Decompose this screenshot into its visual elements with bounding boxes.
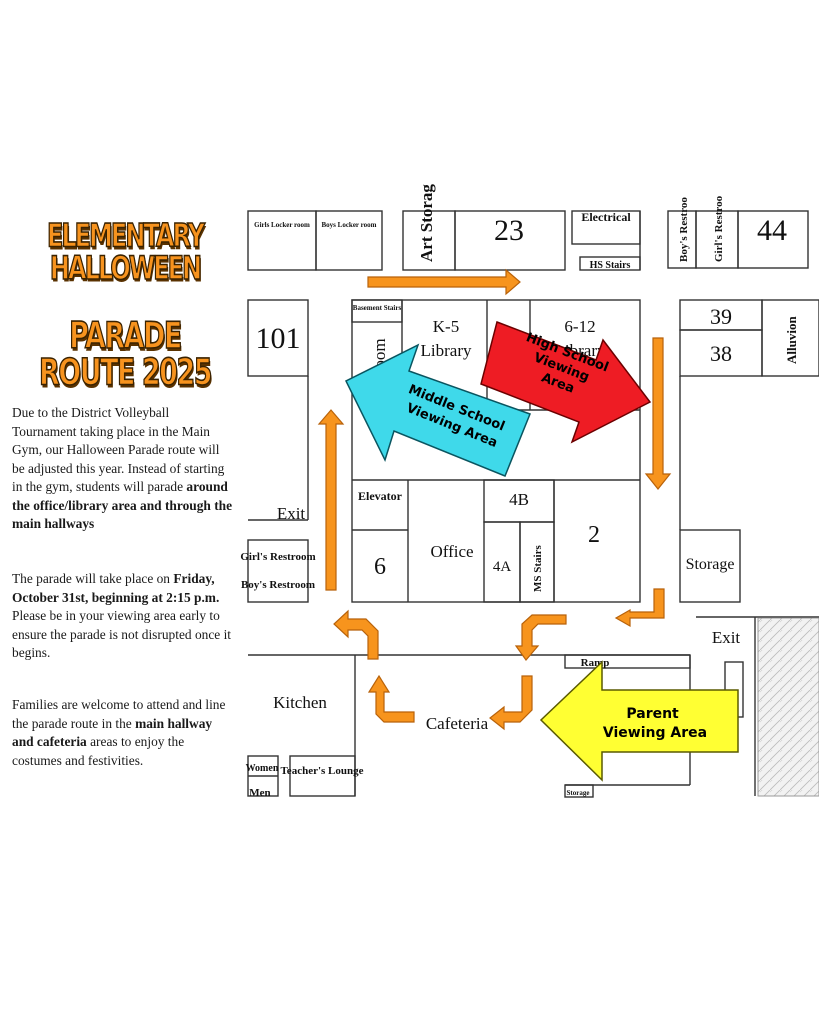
high-school-arrow (480, 320, 652, 444)
parent-label-line2: Viewing Area (603, 725, 707, 741)
exit-right-label: Exit (712, 628, 741, 647)
art-storage-label: Art Storag (417, 184, 436, 262)
alluvion-box (761, 299, 819, 377)
route-arrow-bottom-left (367, 674, 415, 723)
men-label: Men (249, 787, 270, 799)
room-4b-label: 4B (509, 490, 529, 509)
room-4a-label: 4A (493, 559, 512, 575)
girls-restroom-label: Girl's Restroom (240, 551, 315, 563)
k5-library-label-a: K-5 (433, 317, 459, 336)
info-p1-text: Due to the District Volleyball Tournamen… (12, 405, 225, 494)
parent-label-line1: Parent (626, 706, 679, 722)
info-p3-bold: main hallway and cafeteria (12, 715, 213, 750)
teachers-lounge-box (289, 755, 356, 797)
basement-stairs-label: Basement Stairs (353, 304, 402, 312)
info-paragraph-3: Families are welcome to attend and line … (12, 696, 234, 770)
high-school-viewing-area: High School Viewing Area (480, 320, 652, 444)
route-arrow-middle-hook (514, 614, 567, 661)
storage-right-box (679, 529, 741, 603)
restrooms-left-box (247, 539, 309, 603)
cafeteria-label: Cafeteria (426, 714, 489, 733)
info-paragraph-2: The parade will take place on Friday, Oc… (12, 570, 234, 663)
info-p3-tail: areas to enjoy the costumes and festivit… (12, 734, 185, 768)
elevator-label: Elevator (358, 489, 403, 503)
room-101-box (247, 299, 309, 377)
info-p1-bold: around the office/library area and throu… (12, 479, 233, 531)
route-arrow-left-curve (333, 609, 379, 660)
parent-label: Parent Viewing Area (603, 706, 707, 741)
room-39-label: 39 (710, 304, 732, 329)
route-arrow-lower-hook (489, 675, 533, 731)
hs-stairs-label: HS Stairs (590, 260, 631, 271)
hatched-area (757, 617, 819, 797)
alluvion-label: Alluvion (784, 316, 799, 364)
storage-right-label: Storage (686, 556, 735, 573)
room-labels: Girls Locker room Boys Locker room Art S… (240, 184, 799, 799)
room-2-label: 2 (588, 522, 600, 548)
girls-locker-label: Girls Locker room (254, 221, 310, 229)
info-paragraph-1: Due to the District Volleyball Tournamen… (12, 404, 234, 534)
girls-restroom-top-label: Girl's Restroo (713, 195, 725, 262)
room-23-box (454, 210, 566, 271)
boys-locker-room (315, 210, 383, 271)
storage-bottom-label: Storage (567, 789, 590, 797)
info-p2-text: The parade will take place on (12, 571, 174, 586)
room-44-label: 44 (757, 214, 787, 247)
exit-left-label: Exit (277, 504, 306, 523)
middle-school-arrow (344, 343, 531, 477)
office-label: Office (430, 542, 473, 561)
room-101-label: 101 (256, 322, 301, 355)
room-6-label: 6 (374, 554, 386, 580)
boys-restroom-label: Boy's Restroom (241, 579, 315, 591)
ramp-label: Ramp (581, 657, 610, 669)
info-p3-text: Families are welcome to attend and line … (12, 697, 226, 731)
girls-locker-room (247, 210, 317, 271)
boys-locker-label: Boys Locker room (322, 221, 377, 229)
kitchen-label: Kitchen (273, 693, 327, 712)
women-label: Women (246, 763, 279, 774)
title-line-2: PARADE ROUTE 2025 (38, 315, 213, 395)
route-arrow-right-hook (614, 588, 665, 628)
electrical-label: Electrical (581, 210, 631, 224)
route-arrow-right-down (644, 337, 672, 490)
parent-viewing-area: Parent Viewing Area (539, 660, 739, 782)
info-p2-bold: Friday, October 31st, beginning at 2:15 … (12, 571, 220, 605)
room-23-label: 23 (494, 214, 524, 247)
storage-bottom-box (564, 784, 594, 798)
ms-stairs-label: MS Stairs (532, 545, 544, 592)
route-arrow-left-up (317, 409, 345, 591)
parent-arrow (539, 660, 739, 782)
library-6-12-label-a: 6-12 (564, 317, 595, 336)
route-arrow-top (367, 268, 521, 296)
parade-route (317, 268, 672, 731)
room-44-box (737, 210, 809, 269)
k5-library-label-b: Library (421, 341, 472, 360)
boys-restroom-top-label: Boy's Restroo (678, 197, 690, 262)
info-p2-tail: Please be in your viewing area early to … (12, 608, 232, 660)
walls (247, 210, 819, 798)
teachers-lounge-label: Teacher's Lounge (280, 765, 363, 777)
room-38-label: 38 (710, 341, 732, 366)
title-line-1: ELEMENTARY HALLOWEEN (46, 216, 205, 288)
